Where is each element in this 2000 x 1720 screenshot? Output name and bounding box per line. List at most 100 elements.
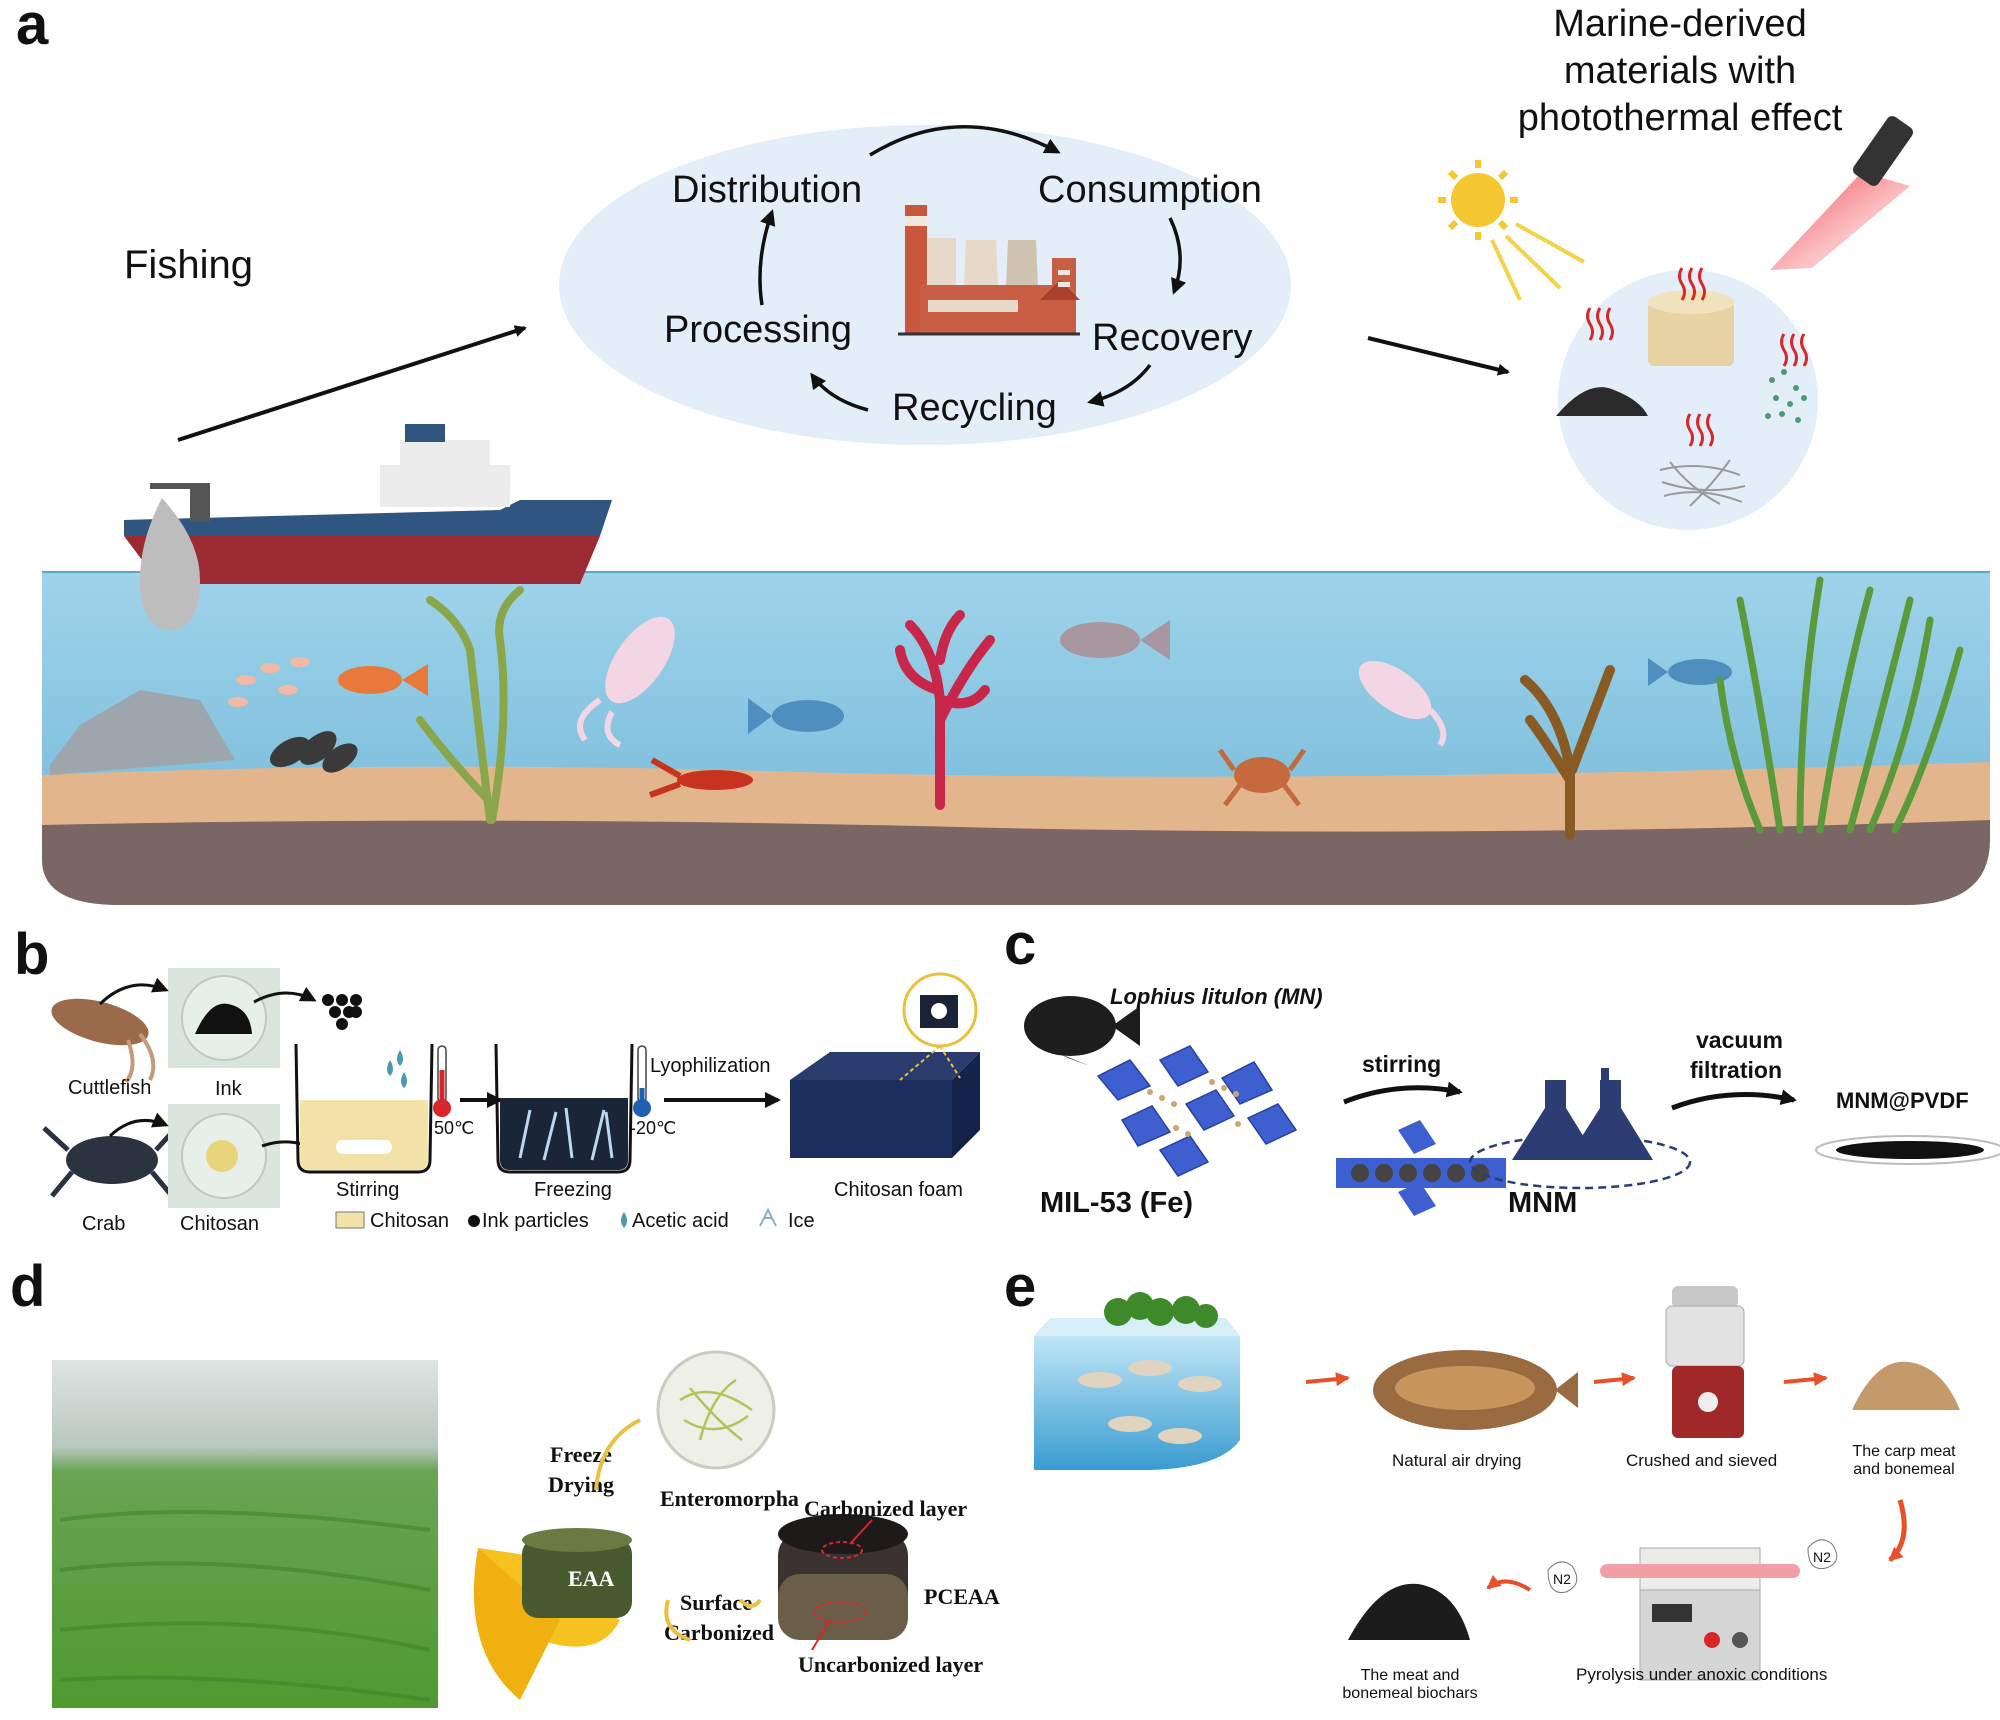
- aquaponics-tank-icon: [1034, 1292, 1240, 1470]
- sea-seabed: [42, 820, 1990, 905]
- rock-icon: [50, 690, 235, 775]
- legend-chitosan: Chitosan: [370, 1210, 449, 1232]
- arrow-e-3: [1783, 1372, 1828, 1387]
- seagrass-icon: [1716, 576, 1964, 834]
- cycle-arrow-right: [1168, 217, 1187, 295]
- arrow-crab-chitosan: [108, 1112, 169, 1138]
- chitosan-foam-label: Chitosan foam: [834, 1179, 963, 1201]
- mil-label: MIL-53 (Fe): [1040, 1187, 1193, 1219]
- squid-icon-2: [1358, 660, 1447, 747]
- cuttlefish-icon: [51, 998, 156, 1084]
- product-label: MNM@PVDF: [1836, 1088, 1969, 1113]
- blue-fish-icon: [748, 698, 844, 734]
- materials-arrow: [1367, 336, 1510, 376]
- grinder-icon: [1665, 1286, 1745, 1438]
- ink-particles-icon: [322, 994, 362, 1030]
- grey-fish-icon: [1060, 620, 1170, 660]
- laser-icon: [1770, 116, 1914, 270]
- eaa-sample-icon: [473, 1528, 632, 1700]
- mof-structure-icon: [1096, 1045, 1298, 1177]
- ink-label: Ink: [215, 1078, 243, 1100]
- brown-kelp-icon: [1520, 665, 1615, 840]
- panel-letter-e: e: [1004, 1254, 1036, 1319]
- materials-title-2: materials with: [1564, 50, 1796, 92]
- arrow-e-1: [1305, 1372, 1350, 1387]
- biochar-label-1: The meat and: [1361, 1667, 1460, 1684]
- lyophilization-label: Lyophilization: [650, 1055, 770, 1077]
- cycle-arrow-up: [758, 209, 776, 306]
- temp-freezing: -20℃: [630, 1118, 676, 1138]
- mof-linker-dots: [1147, 1079, 1241, 1137]
- pceaa-sample-icon: [778, 1514, 908, 1651]
- surface-arrow-1: [664, 1599, 691, 1642]
- arrow-stirring-c: [1343, 1081, 1463, 1105]
- surface-label-2: Carbonized: [664, 1620, 774, 1645]
- cycle-arrow-top: [869, 125, 1061, 157]
- biochar-label-2: bonemeal biochars: [1342, 1685, 1477, 1702]
- panel-e: e Natural air drying Cr: [1004, 1254, 1960, 1702]
- arrow-e-2: [1593, 1372, 1636, 1387]
- cycle-processing: Processing: [664, 309, 852, 351]
- panel-letter-b: b: [14, 922, 49, 987]
- panel-letter-c: c: [1004, 912, 1036, 977]
- carbonized-layer-label: Carbonized layer: [804, 1496, 967, 1521]
- stirring-beaker: [294, 1043, 451, 1174]
- legend-acetic-acid: Acetic acid: [632, 1210, 729, 1232]
- vacuum-label-2: filtration: [1690, 1057, 1782, 1083]
- cycle-consumption: Consumption: [1038, 169, 1262, 211]
- cycle-distribution: Distribution: [672, 169, 862, 211]
- carp-label-1: The carp meat: [1852, 1443, 1956, 1460]
- cycle-arrow-bottom: [1087, 363, 1152, 407]
- uncarbonized-layer-label: Uncarbonized layer: [798, 1652, 983, 1677]
- panel-letter-d: d: [10, 1254, 45, 1319]
- legend-b: Chitosan Ink particles Acetic acid Ice: [335, 1207, 815, 1232]
- materials-title-1: Marine-derived: [1553, 3, 1806, 45]
- arrow-ink-particles: [253, 986, 317, 1004]
- pceaa-label: PCEAA: [924, 1584, 1000, 1609]
- stirring-c-label: stirring: [1362, 1051, 1441, 1077]
- panel-letter-a: a: [16, 0, 49, 57]
- eaa-label: EAA: [568, 1566, 615, 1591]
- freezing-label: Freezing: [534, 1179, 612, 1201]
- crushed-label: Crushed and sieved: [1626, 1451, 1777, 1470]
- enteromorpha-dish-icon: [656, 1350, 776, 1470]
- freeze-arrow: [594, 1418, 641, 1491]
- shrimp-icon: [228, 657, 310, 707]
- crab-label: Crab: [82, 1213, 125, 1235]
- factory-icon: [898, 205, 1080, 336]
- ink-pile: [195, 1003, 252, 1034]
- n2-label-2: N2: [1813, 1549, 1831, 1565]
- legend-ink-particles: Ink particles: [482, 1210, 589, 1232]
- legend-ice: Ice: [788, 1210, 815, 1232]
- stirring-label: Stirring: [336, 1179, 399, 1201]
- species-label: Lophius litulon (MN): [1110, 984, 1323, 1009]
- mussels-icon: [270, 731, 358, 773]
- chitosan-powder: [206, 1140, 238, 1172]
- fishing-arrow: [177, 325, 527, 442]
- tube-furnace-icon: [1547, 1539, 1838, 1681]
- chitosan-foam-icon: [790, 972, 980, 1158]
- fishing-label: Fishing: [124, 243, 253, 287]
- arrow-vacuum: [1671, 1089, 1797, 1111]
- crab-photo-icon: [42, 1126, 178, 1198]
- freeze-label-2: Drying: [548, 1472, 614, 1497]
- cuttlefish-label: Cuttlefish: [68, 1077, 151, 1099]
- temp-stirring: 50℃: [434, 1118, 474, 1138]
- panel-a: a Fishing Distribution Consumption Proce…: [16, 0, 1990, 905]
- panel-b: b Cuttlefish Ink Crab Chitosan: [14, 922, 980, 1235]
- arrow-e-5: [1486, 1574, 1532, 1592]
- flasks-icon: [1468, 1068, 1692, 1190]
- arrow-cuttlefish-ink: [98, 977, 169, 1006]
- dried-fish-icon: [1373, 1350, 1578, 1430]
- mnm-label: MNM: [1508, 1187, 1577, 1219]
- red-seaweed-icon: [895, 610, 995, 810]
- anglerfish-icon: [1024, 996, 1140, 1066]
- photothermal-materials-icons: [1556, 267, 1808, 507]
- membrane-dark: [1836, 1141, 1984, 1159]
- materials-circle: [1558, 270, 1818, 530]
- freezing-beaker: [494, 1043, 651, 1174]
- cycle-recovery: Recovery: [1092, 317, 1253, 359]
- carp-meal-icon: [1852, 1361, 1960, 1410]
